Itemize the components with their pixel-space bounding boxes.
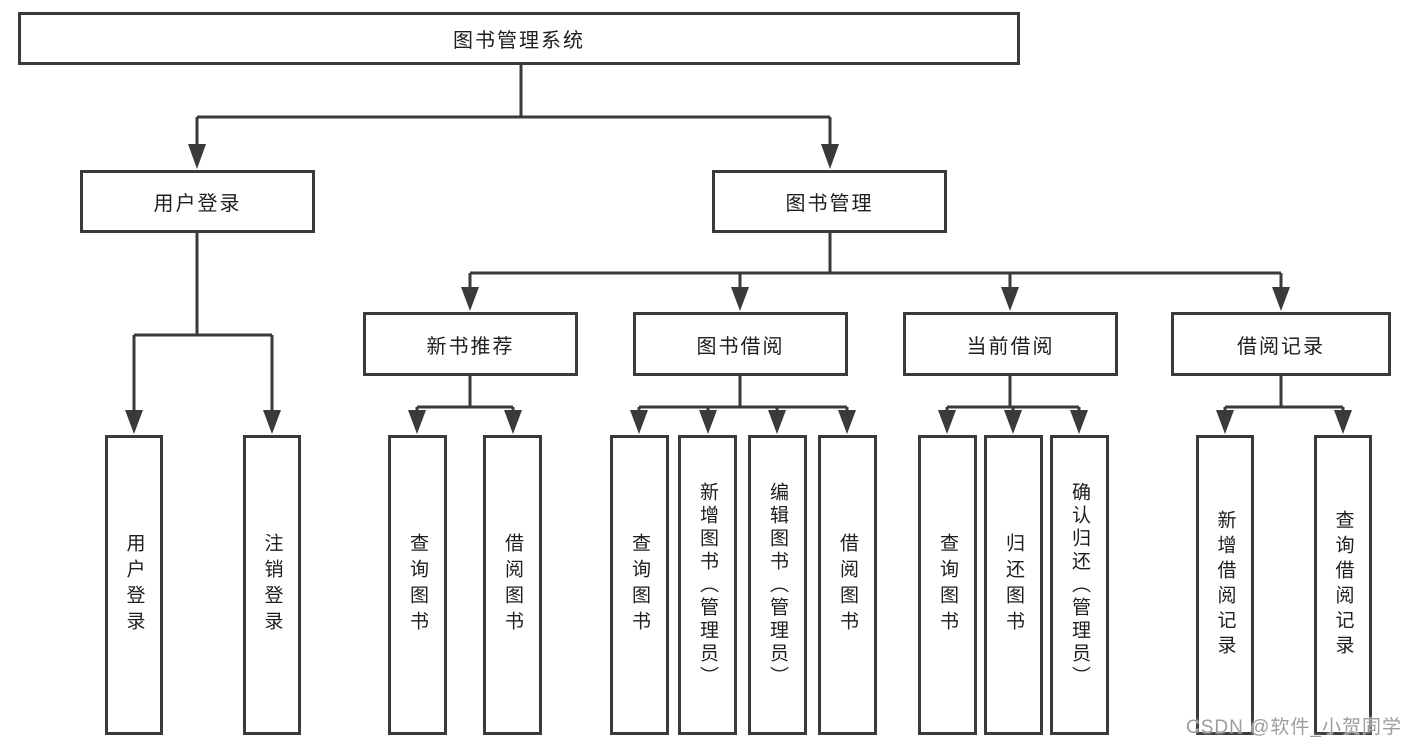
node-label: 图书管理: [785, 193, 874, 215]
node-label: 图书管理系统: [453, 30, 585, 52]
leaf-search-borrow-record: 查询借阅记录: [1314, 435, 1372, 735]
node-label: 用户登录: [123, 533, 145, 637]
node-library-management-system: 图书管理系统: [18, 12, 1020, 65]
leaf-add-borrow-record: 新增借阅记录: [1196, 435, 1254, 735]
leaf-return-books: 归还图书: [984, 435, 1043, 735]
leaf-search-books-recommend: 查询图书: [388, 435, 447, 735]
node-label: 新增图书（管理员）: [697, 481, 718, 689]
node-label: 注销登录: [261, 533, 283, 637]
connector-book-mgmt-to-level3: [468, 233, 1283, 289]
node-book-borrowing: 图书借阅: [633, 312, 848, 376]
leaf-logout: 注销登录: [243, 435, 301, 735]
node-label: 图书借阅: [696, 335, 785, 358]
arrowheads: [125, 144, 1352, 434]
connector-root-to-level2: [195, 65, 832, 146]
node-label: 当前借阅: [966, 335, 1055, 358]
leaf-search-books-current: 查询图书: [918, 435, 977, 735]
node-borrowing-records: 借阅记录: [1171, 312, 1391, 376]
node-label: 查询图书: [629, 533, 650, 637]
leaf-borrow-books: 借阅图书: [818, 435, 877, 735]
node-label: 归还图书: [1003, 533, 1024, 637]
leaf-borrow-books-recommend: 借阅图书: [483, 435, 542, 735]
connector-borrow-records-to-leaves: [1223, 376, 1345, 414]
node-label: 新书推荐: [426, 335, 515, 358]
node-label: 编辑图书（管理员）: [767, 481, 788, 689]
connector-book-borrow-to-leaves: [637, 376, 849, 414]
leaf-confirm-return-admin: 确认归还（管理员）: [1050, 435, 1109, 735]
node-label: 确认归还（管理员）: [1069, 481, 1090, 689]
connector-current-borrow-to-leaves: [945, 376, 1081, 414]
node-label: 查询图书: [407, 533, 428, 637]
node-label: 借阅记录: [1237, 335, 1325, 358]
node-label: 查询借阅记录: [1332, 510, 1354, 660]
leaf-search-books-borrowing: 查询图书: [610, 435, 669, 735]
node-new-book-recommend: 新书推荐: [363, 312, 578, 376]
leaf-add-books-admin: 新增图书（管理员）: [678, 435, 737, 735]
node-label: 用户登录: [153, 193, 242, 215]
node-label: 借阅图书: [837, 533, 858, 637]
leaf-edit-books-admin: 编辑图书（管理员）: [748, 435, 807, 735]
node-label: 新增借阅记录: [1214, 510, 1236, 660]
node-label: 查询图书: [937, 533, 958, 637]
csdn-watermark: CSDN @软件_小贺同学: [1186, 717, 1402, 738]
connector-new-book-to-leaves: [415, 376, 515, 414]
node-current-borrowing: 当前借阅: [903, 312, 1118, 376]
node-user-login: 用户登录: [80, 170, 315, 233]
connector-user-login-to-leaves: [132, 233, 274, 412]
node-book-management: 图书管理: [712, 170, 947, 233]
node-label: 借阅图书: [502, 533, 523, 637]
leaf-user-login: 用户登录: [105, 435, 163, 735]
